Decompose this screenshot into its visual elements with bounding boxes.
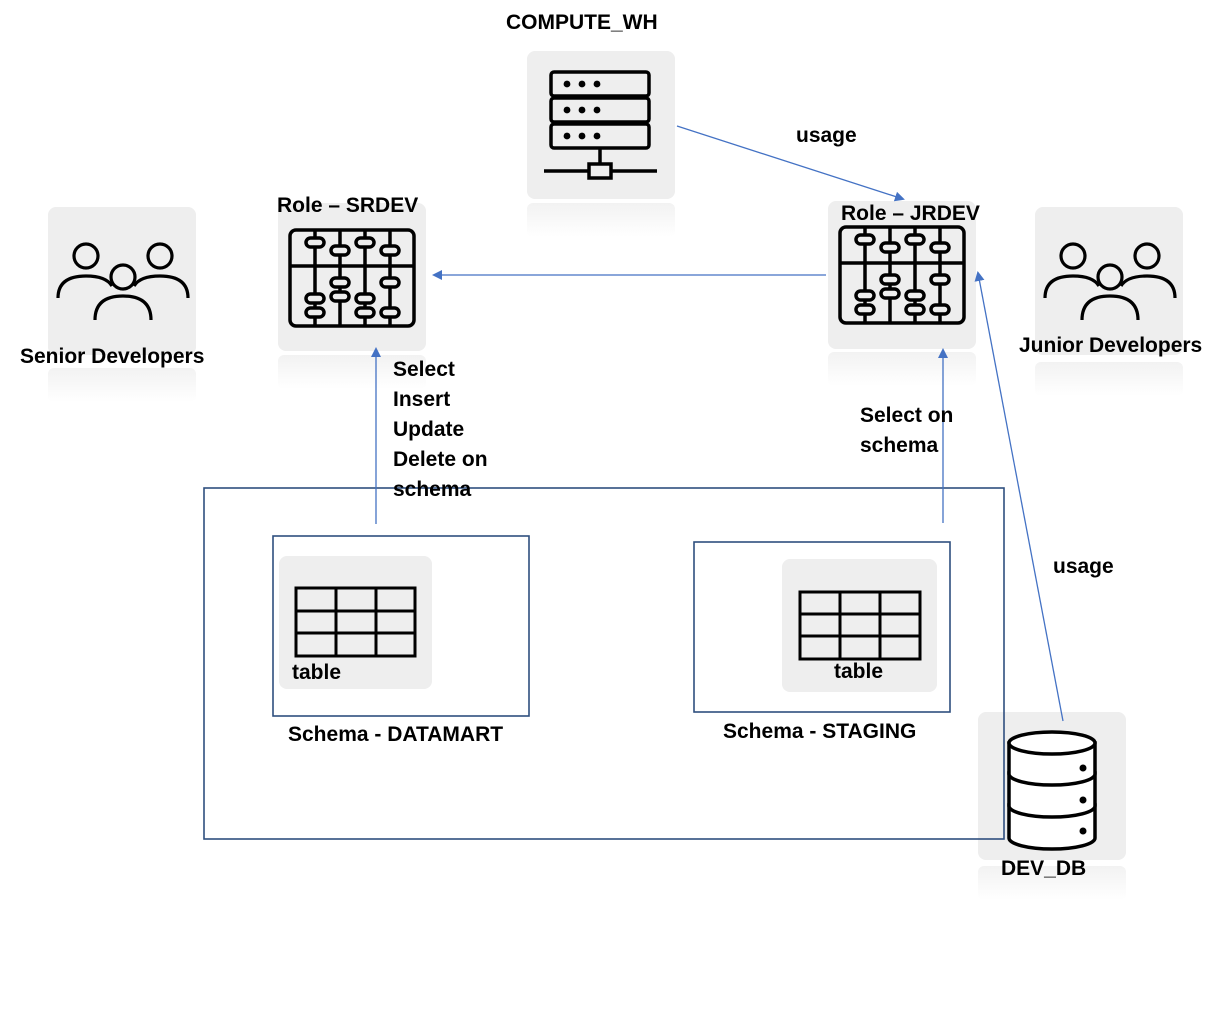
jrdev-reflection: [828, 352, 976, 386]
jrdev-privilege: schema: [860, 434, 939, 457]
role-jrdev-label: Role – JRDEV: [841, 202, 980, 225]
usage-wh-label: usage: [796, 124, 857, 147]
table-staging-label: table: [834, 660, 884, 683]
senior-reflection: [48, 368, 196, 402]
abacus-icon: [288, 228, 416, 328]
srdev-privilege: Update: [393, 418, 465, 441]
compute-wh-label: COMPUTE_WH: [506, 11, 658, 34]
dev-db-label: DEV_DB: [1001, 857, 1087, 880]
table-datamart-label: table: [292, 661, 342, 684]
junior-tile: [1035, 207, 1183, 355]
schema-datamart-label: Schema - DATAMART: [288, 723, 504, 746]
database-frame: [203, 487, 1005, 840]
devdb-reflection: [978, 866, 1126, 900]
senior-tile: [48, 207, 196, 355]
schema-staging-frame: [693, 541, 951, 713]
table-icon: [294, 586, 417, 658]
srdev-privilege: Select: [393, 358, 455, 381]
schema-staging-label: Schema - STAGING: [723, 720, 917, 743]
table-staging-tile: [782, 559, 937, 692]
junior-reflection: [1035, 362, 1183, 396]
usage-db-label: usage: [1053, 555, 1114, 578]
junior-developers-label: Junior Developers: [1019, 334, 1203, 357]
role-srdev-label: Role – SRDEV: [277, 194, 419, 217]
people-icon: [56, 242, 190, 321]
schema-datamart-frame: [272, 535, 530, 717]
database-icon: [1007, 730, 1097, 851]
senior-developers-label: Senior Developers: [20, 345, 205, 368]
arrow-devdb-to-jrdev: [974, 271, 1064, 722]
compute-wh-reflection: [527, 203, 675, 237]
jrdev-privilege: Select on: [860, 404, 954, 427]
srdev-privilege: schema: [393, 478, 472, 501]
table-datamart-tile: [279, 556, 432, 689]
people-icon: [1043, 242, 1177, 321]
arrow-wh-to-jrdev: [676, 125, 905, 202]
srdev-privilege: Delete on: [393, 448, 488, 471]
abacus-icon: [838, 225, 966, 325]
srdev-reflection: [278, 355, 426, 389]
table-icon: [798, 590, 922, 661]
server-icon: [544, 70, 657, 180]
srdev-privilege: Insert: [393, 388, 451, 411]
